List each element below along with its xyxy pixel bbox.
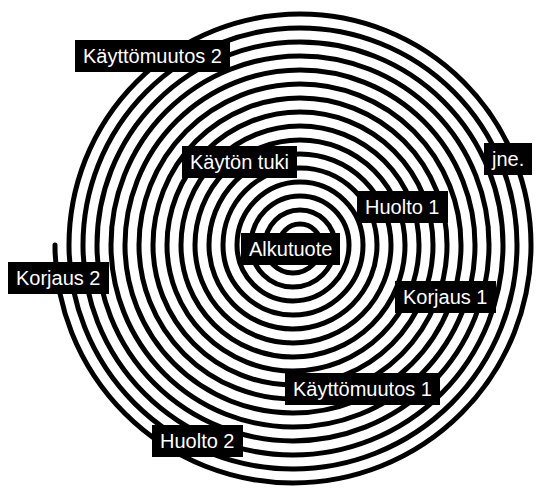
label-text: Korjaus 1	[403, 286, 488, 308]
label-box: Käyttömuutos 2	[75, 40, 230, 72]
label-text: Käyttömuutos 2	[83, 45, 222, 67]
label-box: Käytön tuki	[182, 146, 297, 178]
label-box: Huolto 2	[152, 425, 243, 457]
label-box: Korjaus 2	[8, 262, 109, 294]
label-text: Huolto 1	[365, 196, 440, 218]
label-text: Korjaus 2	[16, 267, 101, 289]
label-box: Käyttömuutos 1	[285, 373, 440, 405]
label-text: Käytön tuki	[190, 151, 289, 173]
label-text: Käyttömuutos 1	[293, 378, 432, 400]
label-box: Korjaus 1	[395, 281, 496, 313]
label-text: Huolto 2	[160, 430, 235, 452]
spiral-line	[55, 14, 531, 483]
label-box: jne.	[484, 143, 532, 175]
label-text: jne.	[492, 148, 524, 170]
label-box: Huolto 1	[357, 191, 448, 223]
label-box: Alkutuote	[241, 233, 340, 265]
label-text: Alkutuote	[249, 238, 332, 260]
